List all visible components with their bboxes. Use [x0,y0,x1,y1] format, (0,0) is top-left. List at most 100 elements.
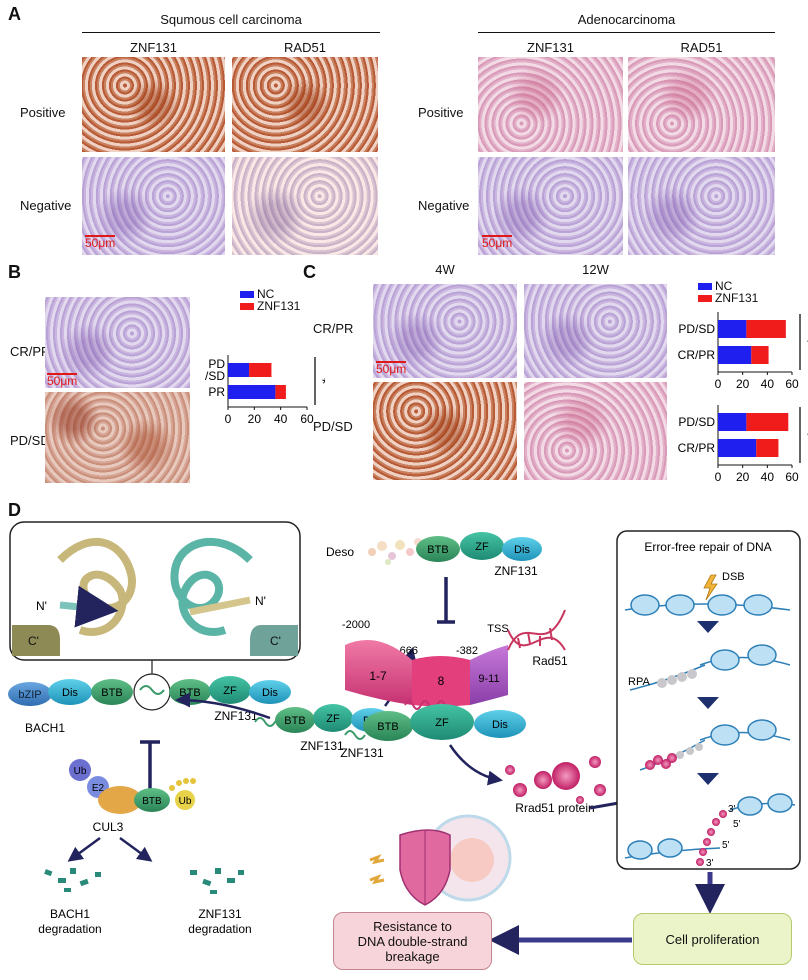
x-tick-label: 60 [785,470,799,484]
domain-bzip: bZIP [18,689,41,701]
panel-d-letter: D [8,500,21,520]
ihc-image-b-pdsd [45,392,190,483]
bar-znf131 [746,320,786,338]
fragments-bach1 [44,868,101,892]
domain-zf: ZF [223,685,237,697]
down-triangle-icon [697,773,719,785]
resistance-label-line1: Resistance to [373,918,452,934]
n-right-label: N' [255,594,266,608]
adeno-col-rad51: RAD51 [680,40,723,55]
bach1-label: BACH1 [25,721,65,735]
cul3-label: CUL3 [93,820,124,834]
segment-1-7-label: 1-7 [369,669,387,683]
ihc-image-scc-znf131-positive [82,57,225,152]
domain-btb: BTB [377,721,398,733]
bar-znf131 [756,439,779,457]
pos-382: -382 [456,645,478,657]
pos-2000: -2000 [342,619,370,631]
end-3-label: 3' [728,804,736,815]
arrow-to-znf131-degradation [119,836,153,862]
c-terminus-left [12,625,60,656]
ihc-image-c-12w-crpr [524,284,667,378]
znf131-label: ZNF131 [300,739,344,753]
domain-dis: Dis [514,544,530,556]
adeno-col-znf131: ZNF131 [527,40,574,55]
x-tick-label: 0 [715,377,722,390]
legend-nc: NC [257,287,275,301]
ihc-image-adeno-znf131-negative [478,157,623,255]
zoom-circle [133,673,171,711]
repair-title: Error-free repair of DNA [644,540,771,554]
bar-nc [228,385,276,399]
segment-9-11 [470,645,508,705]
arrow-to-heterodimer [175,692,271,720]
beta-strand-left [59,585,119,628]
domain-btb: BTB [179,687,200,699]
c-col-12w: 12W [582,262,609,277]
ihc-image-adeno-rad51-positive [628,57,775,152]
segment-8-label: 8 [438,674,445,688]
x-tick-label: 60 [300,412,314,426]
domain-zf: ZF [435,717,449,729]
adeno-rule [478,32,775,33]
x-tick-label: 20 [248,412,262,426]
ihc-image-b-crpr [45,297,190,388]
ub-label: Ub [74,766,87,777]
ihc-image-c-4w-pdsd [373,382,517,480]
beta-strand-right [189,596,251,616]
c-terminus-right [250,625,298,656]
ub-label: Ub [179,796,192,807]
ribbon-helix-right [170,538,253,636]
segment-1-7 [345,640,412,705]
domain-btb: BTB [427,544,448,556]
scc-rule [82,32,380,33]
bach1-degradation-label: degradation [38,922,101,936]
shield-icon [369,814,512,906]
x-tick-label: 20 [736,470,750,484]
resistance-label-line2: DNA double-strand breakage [357,933,468,964]
cul3-complex: Ub E2 BTB Ub CUL3 [69,759,196,834]
category-label: CR/PR [678,348,716,362]
ihc-image-scc-rad51-positive [232,57,378,152]
rad51-promoter: -2000 -666 -382 TSS 1-7 8 9-11 Rad51 [342,609,568,710]
panel-b-letter: B [8,262,21,282]
deso-binding: Deso BTB ZF Dis ZNF131 [326,532,542,578]
ihc-image-scc-znf131-negative [82,157,225,255]
bar-znf131 [275,385,286,399]
segment-9-11-label: 9-11 [478,673,499,685]
legend-nc-swatch [240,291,254,299]
x-tick-label: 40 [761,470,775,484]
category-label: PD/SD [678,322,715,336]
b-row-crpr: CR/PR [10,344,51,359]
lightning-icon [369,874,385,885]
rad51-filament [645,753,727,866]
legend-b: NC ZNF131 [240,288,300,312]
znf131-bound: BTB ZF Dis ZNF131 [340,704,526,760]
arrow-to-bach1-degradation [67,836,101,862]
lightning-icon [703,574,718,601]
protein-structure-box: C' C' N' N' [9,521,301,661]
cell-proliferation-box: Cell proliferation [633,913,792,965]
domain-btb: BTB [284,715,305,727]
end-5-label: 5' [722,840,730,851]
end-3-label: 3' [706,858,714,869]
znf131-label: ZNF131 [494,564,538,578]
nucleosomes [624,594,796,860]
domain-dis: Dis [492,719,508,731]
lightning-icon [369,854,385,865]
inhibition-icon [437,577,455,624]
scc-title: Squmous cell carcinoma [160,12,302,27]
dna-repair-box: Error-free repair of DNA DSB RPA 3' 5' [616,530,801,870]
rad51-protein-label: Rrad51 protein [515,801,594,815]
znf131-degradation-label: ZNF131 [198,907,242,921]
cell-proliferation-label: Cell proliferation [665,931,760,947]
bach1-znf131-complex: bZIP Dis BTB BTB ZF Dis BACH1 ZNF131 [8,673,291,735]
domain-dis: Dis [62,687,78,699]
arrow-to-rad51-protein [448,744,503,786]
domain-btb: BTB [101,687,122,699]
znf131-label: ZNF131 [214,709,258,723]
scc-col-znf131: ZNF131 [130,40,177,55]
bar-znf131 [746,413,789,431]
